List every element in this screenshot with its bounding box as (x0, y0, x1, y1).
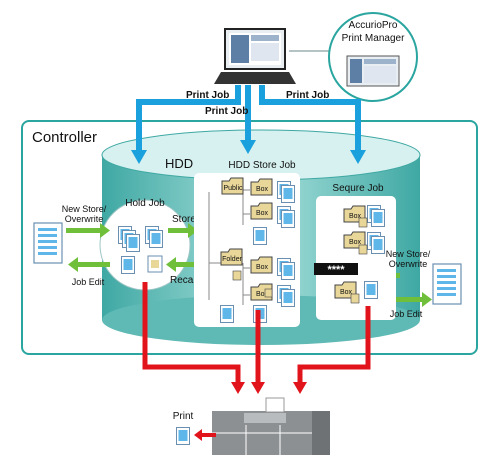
secure-box-label-2: Box (349, 239, 362, 246)
hdd-store-job-panel (194, 173, 300, 327)
hdd-store-documents (220, 181, 295, 323)
secure-job-edit-label: Job Edit (390, 309, 423, 319)
output-arrowhead-store (251, 382, 265, 394)
secure-new-store-line1: New Store/ (386, 249, 431, 259)
recall-arrowhead (166, 257, 176, 272)
left-document-icon (33, 222, 63, 264)
secure-out-arrowhead (422, 292, 432, 307)
secure-box-label-1: Box (349, 213, 362, 220)
controller-label: Controller (32, 129, 97, 146)
store-label: Store (172, 214, 196, 225)
print-job-arrow-hold (136, 85, 241, 150)
password-mask: **** (327, 264, 345, 276)
secure-box-label-3: Box (340, 289, 353, 296)
hold-new-store-line1: New Store/ (62, 204, 107, 214)
print-output-arrow (194, 429, 216, 441)
output-arrows (142, 282, 371, 382)
folder-folder-label: Folder (222, 256, 243, 263)
printer-icon (212, 397, 330, 455)
output-arrow-secure (297, 306, 371, 382)
computer-icon (214, 28, 296, 84)
right-document-icon (432, 263, 462, 305)
print-job-arrows (136, 85, 361, 150)
secure-job-title: Sequre Job (332, 183, 384, 194)
print-job-arrowhead-hold (131, 150, 147, 164)
output-arrow-hold (142, 282, 241, 382)
software-name-line1: AccurioPro (349, 20, 398, 31)
secure-out-arrow-shaft (396, 297, 422, 302)
recall-label: Recall (170, 275, 198, 286)
folder-box-label-1: Box (256, 186, 269, 193)
print-job-arrowhead-store (240, 140, 256, 154)
store-arrowhead (188, 223, 198, 238)
print-job-label-3: Print Job (286, 90, 329, 101)
hold-out-arrow-shaft (78, 262, 110, 267)
print-label: Print (173, 411, 194, 422)
print-job-arrowhead-secure (350, 150, 366, 164)
hdd-store-tree-lines (208, 189, 250, 305)
recall-arrow-shaft (176, 262, 198, 267)
output-arrowhead-hold (231, 382, 245, 394)
output-arrowhead-secure (293, 382, 307, 394)
printed-document-icon (176, 427, 190, 445)
store-arrow-shaft (168, 228, 188, 233)
hold-in-arrowhead (100, 223, 110, 238)
hold-job-edit-label: Job Edit (72, 277, 105, 287)
password-field (314, 263, 358, 275)
print-job-label-2: Print Job (205, 106, 248, 117)
secure-job-boxes (334, 205, 385, 304)
hold-job-documents (118, 226, 163, 274)
folder-box-label-4: Box (256, 291, 269, 298)
folder-box-label-2: Box (256, 210, 269, 217)
hold-new-store-line2: Overwrite (65, 214, 104, 224)
hold-job-title: Hold Job (125, 198, 165, 209)
print-job-arrow-secure (259, 85, 361, 150)
secure-new-store-line2: Overwrite (389, 259, 428, 269)
hold-in-arrow-shaft (66, 228, 100, 233)
accuriopro-badge (328, 12, 418, 102)
software-name-line2: Print Manager (342, 33, 405, 44)
folder-public-label: Public (223, 185, 243, 192)
hdd-label: HDD (165, 156, 193, 171)
hdd-store-job-title: HDD Store Job (228, 160, 296, 171)
print-job-label-1: Print Job (186, 90, 229, 101)
folder-box-label-3: Box (256, 264, 269, 271)
hold-out-arrowhead (68, 257, 78, 272)
